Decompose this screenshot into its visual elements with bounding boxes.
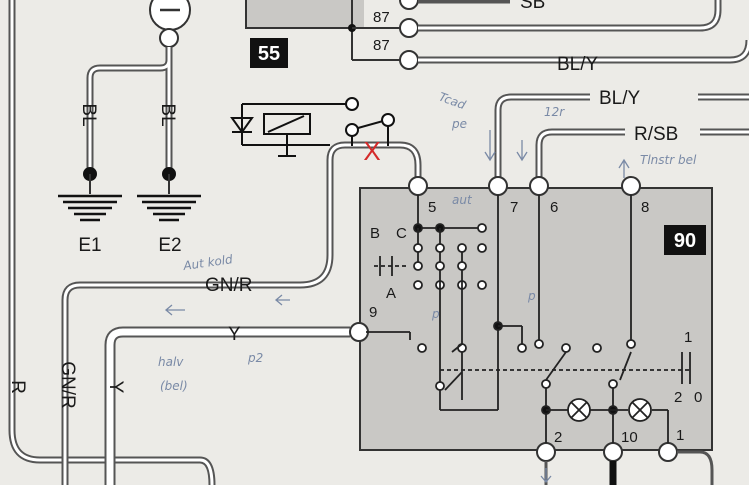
relay-contact-3 [381,113,395,127]
left-frame-wires: R [7,0,216,485]
terminal-7 [488,176,508,196]
terminal-6 [529,176,549,196]
note-12r: 12r [544,105,565,119]
note-p-right: p [527,289,536,303]
diode-icon [230,117,254,134]
wire-label-sb: SB [520,0,545,13]
ground-label-e2: E2 [158,235,181,256]
module-90-label: 90 [674,230,696,252]
pin-label-8: 8 [641,199,649,216]
wire-label-r-sb: R/SB [634,124,678,145]
wire-label-r-vertical: R [7,380,28,394]
terminal-8 [621,176,641,196]
wire-label-bl-e2: BL [157,103,178,126]
pin-87-lower: 87 [373,37,390,54]
module-55-badge [250,38,288,68]
pin-87-upper: 87 [373,9,390,26]
wire-label-gn-r-vertical: GN/R [57,361,78,409]
lamp-icon-left [567,398,591,422]
note-halv: halv [158,355,184,369]
wire-label-y: Y [228,324,241,345]
module-55-label: 55 [258,43,280,65]
terminal-5 [408,176,428,196]
wire-y: Y Y [104,324,350,485]
switch-internals [366,195,691,443]
terminal-87-lower [399,50,419,70]
note-aut: aut [452,193,473,207]
pin-label-2: 2 [554,429,562,446]
note-pe: pe [451,117,467,131]
position-label-1: 1 [684,329,692,346]
ground-icon-e2 [137,194,201,222]
pin-label-7: 7 [510,199,518,216]
wire-label-gn-r: GN/R [205,275,253,296]
top-wires-90: BL/Y R/SB [494,88,749,178]
position-label-2: 2 [674,389,682,406]
wire-label-bl-y-lower: BL/Y [599,88,641,109]
module-90: 90 [359,187,713,451]
note-p2: p2 [247,351,263,365]
position-label-0: 0 [694,389,702,406]
switch-label-b: B [370,225,380,242]
note-bel: (bel) [160,379,188,393]
terminal-9 [349,322,369,342]
added-relay [230,97,395,157]
pin-label-1: 1 [676,427,684,444]
wire-gn-r: GN/R GN/R [57,141,422,485]
bottom-wires [544,450,714,485]
pin-label-9: 9 [369,304,377,321]
wire-label-bl-y-upper: BL/Y [557,54,599,75]
module-90-badge [664,225,706,255]
added-relay-cross-mark: X [363,136,380,166]
terminal-2 [536,442,556,462]
relay-contact-2 [345,123,359,137]
wire-label-bl-e1: BL [78,103,99,126]
wire-label-y-vertical: Y [105,381,126,394]
terminal-ground-source [159,28,179,48]
wire-bundle-top: SB BL/Y [418,0,749,75]
pin-label-6: 6 [550,199,558,216]
pin-label-5: 5 [428,199,436,216]
lamp-icon-right [628,398,652,422]
note-p-left: p [431,307,440,321]
switch-label-c: C [396,225,407,242]
ground-icon-e1 [58,194,122,222]
relay-contact-1 [345,97,359,111]
ground-label-e1: E1 [78,235,101,256]
terminal-10 [603,442,623,462]
note-tcad: Tcad [437,90,468,113]
ground-e1: BL BL E1 E2 [58,0,201,256]
module-55: 55 [245,0,364,68]
module-55-pins: 87 87 [348,0,419,70]
note-instr-bel: Tlnstr bel [640,153,697,167]
note-aut-kold: Aut kold [181,252,233,273]
switch-label-a: A [386,285,396,302]
terminal-87-upper [399,18,419,38]
pin-label-10: 10 [621,429,638,446]
terminal-1 [658,442,678,462]
